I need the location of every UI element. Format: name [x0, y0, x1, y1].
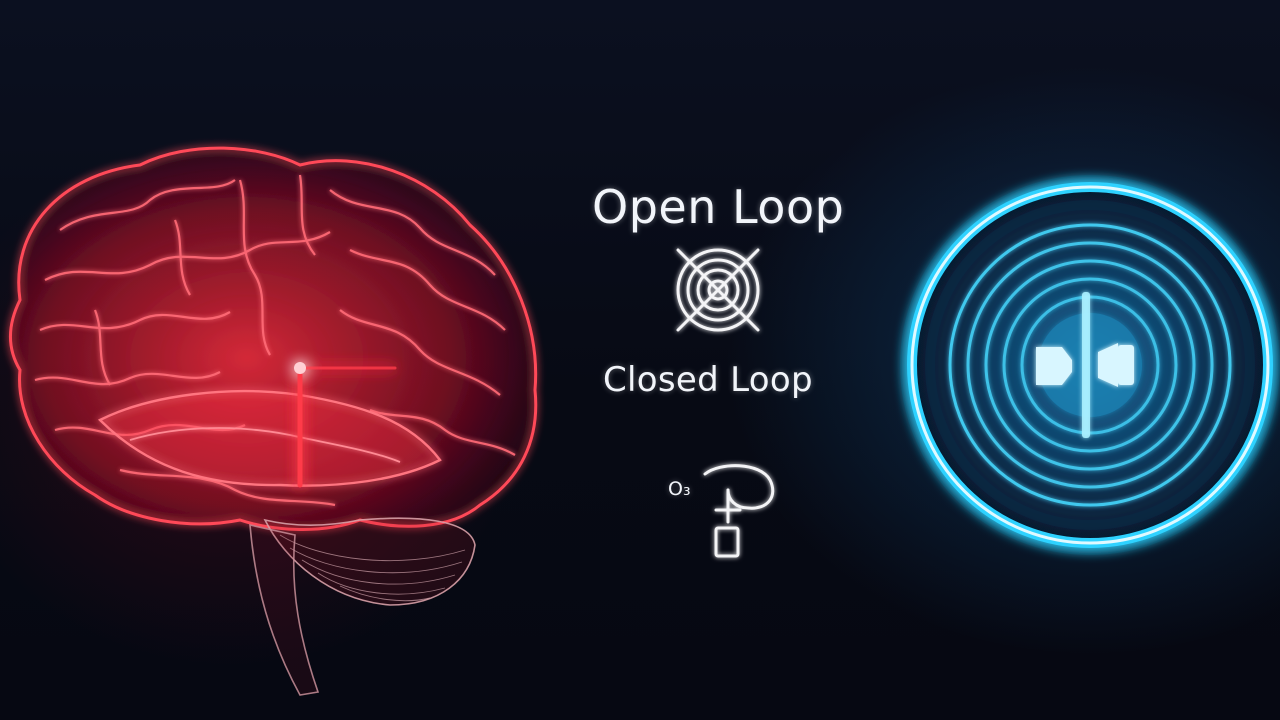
- closed-loop-label: Closed Loop: [603, 360, 813, 400]
- crossed-target-icon: [676, 248, 760, 332]
- small-glyph-label: O₃: [668, 478, 691, 500]
- internal-signal-path: [294, 362, 397, 488]
- brain-outline-icon: [9, 146, 538, 696]
- open-loop-label: Open Loop: [592, 180, 845, 234]
- hook-connector-icon: [703, 464, 775, 558]
- stimulator-disc-icon: [900, 175, 1280, 555]
